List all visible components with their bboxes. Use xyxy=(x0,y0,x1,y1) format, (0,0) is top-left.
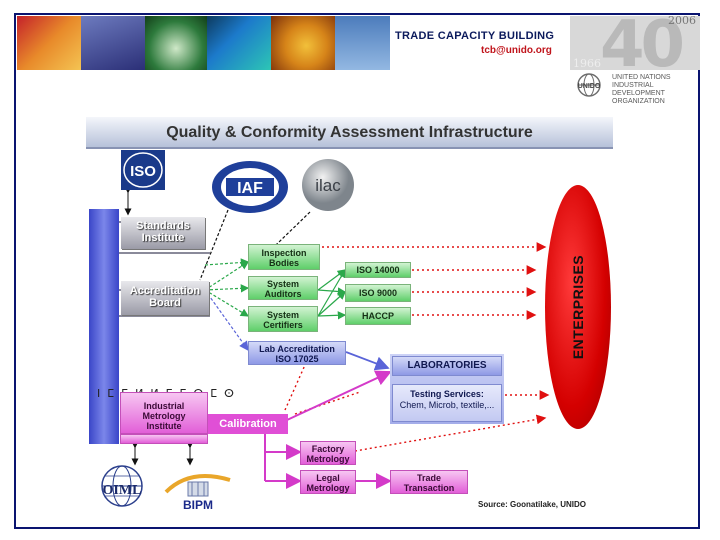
iso-14000-box: ISO 14000 xyxy=(345,262,411,278)
banner-photo-girl xyxy=(17,16,81,70)
banner-text-area xyxy=(390,16,570,70)
ilac-logo-text: ilac xyxy=(315,176,341,195)
banner-photo-circuit xyxy=(207,16,271,70)
enterprises-oval xyxy=(545,185,611,429)
ilac-logo: ilac xyxy=(302,159,354,211)
laboratories-box: LABORATORIES xyxy=(392,356,502,376)
banner-photo-flower xyxy=(271,16,335,70)
banner-photo-plant xyxy=(145,16,207,70)
year-start: 1966 xyxy=(573,57,601,70)
iso-logo-text: ISO xyxy=(130,163,156,180)
source-note: Source: Goonatilake, UNIDO xyxy=(478,500,587,509)
bipm-logo: BIPM xyxy=(164,474,231,512)
calibration-box: Calibration xyxy=(208,414,288,434)
slide-frame xyxy=(14,13,700,529)
enterprises-label: ENTERPRISES xyxy=(570,254,586,360)
iaf-logo: IAF xyxy=(212,161,288,213)
metrology-institute-base xyxy=(120,434,208,444)
unido-abbr: UNIDO xyxy=(578,83,601,90)
banner-title: TRADE CAPACITY BUILDING xyxy=(395,30,555,42)
government-vertical-bar xyxy=(89,209,119,444)
banner-photo-windmills xyxy=(335,16,390,70)
unido-emblem-icon: UNIDO xyxy=(577,73,601,97)
iso-logo: ISO xyxy=(121,150,165,190)
iso-9000-box: ISO 9000 xyxy=(345,284,411,302)
iaf-logo-text: IAF xyxy=(237,180,263,197)
oiml-logo: OIML xyxy=(101,465,143,507)
diagram-title-bar: Quality & Conformity Assessment Infrastr… xyxy=(86,117,613,149)
year-end: 2006 xyxy=(668,14,696,27)
banner-email-link[interactable]: tcb@unido.org xyxy=(481,45,552,56)
banner-photo-lab xyxy=(81,16,145,70)
unido-org-name: UNITED NATIONS INDUSTRIAL DEVELOPMENT OR… xyxy=(612,74,671,105)
oiml-logo-text: OIML xyxy=(103,483,142,498)
diagram-title: Quality & Conformity Assessment Infrastr… xyxy=(166,124,533,141)
anniversary-number: 40 xyxy=(600,8,685,82)
haccp-box: HACCP xyxy=(345,307,411,325)
bipm-logo-text: BIPM xyxy=(183,498,213,512)
anniversary-panel xyxy=(570,16,700,70)
testing-services-box: Testing Services: Chem, Microb, textile,… xyxy=(392,384,502,422)
